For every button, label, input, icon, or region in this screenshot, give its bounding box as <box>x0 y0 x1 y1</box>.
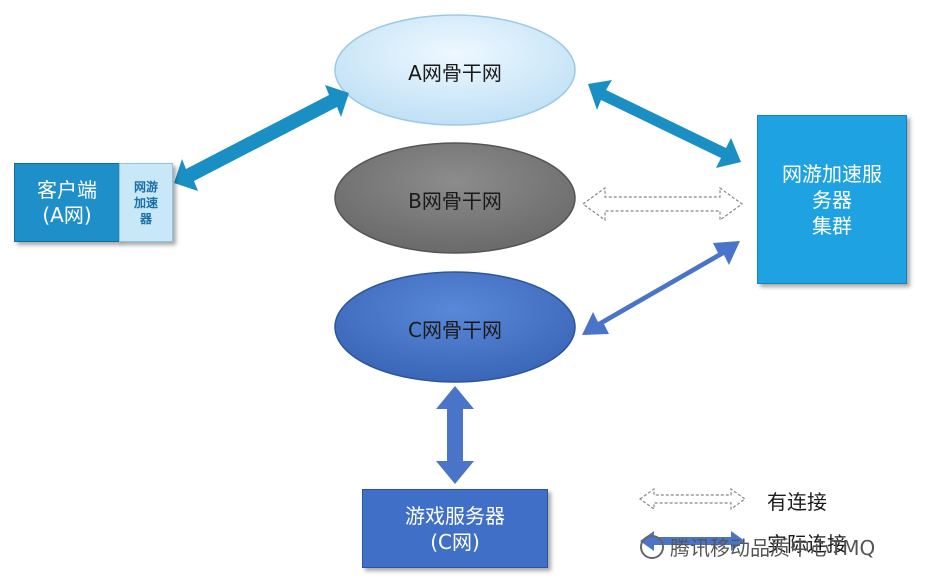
backbone-c-label: C网骨干网 <box>408 318 502 342</box>
accelerator-line1: 网游 <box>133 179 158 194</box>
backbone-b-oval <box>334 142 576 254</box>
cluster-box: 网游加速服 务器 集群 <box>757 115 907 284</box>
wechat-icon <box>640 534 664 559</box>
accelerator-line2: 加速 <box>133 195 158 210</box>
accelerator-box: 网游 加速 器 <box>119 163 173 242</box>
client-box: 客户端 (A网) <box>14 163 120 242</box>
backbone-a-label: A网骨干网 <box>408 61 502 85</box>
arrow-client-to-a <box>174 85 349 191</box>
legend-solid-label: 实际连接 <box>767 532 847 556</box>
accelerator-line3: 器 <box>139 211 152 226</box>
backbone-c-oval <box>334 271 576 383</box>
arrow-c-to-gameserver <box>436 386 474 484</box>
arrow-a-to-cluster <box>588 80 741 168</box>
cluster-line3: 集群 <box>812 213 852 238</box>
legend-dashed-arrow <box>638 487 747 511</box>
arrow-c-to-cluster <box>582 241 740 335</box>
client-line1: 客户端 <box>37 177 97 202</box>
backbone-b-label: B网骨干网 <box>408 189 502 213</box>
arrow-b-to-cluster <box>581 186 744 222</box>
watermark: 腾讯移动品质中心TMQ <box>640 532 875 561</box>
watermark-text: 腾讯移动品质中心TMQ <box>670 536 876 560</box>
game-server-box: 游戏服务器 (C网) <box>362 489 548 568</box>
game-server-line1: 游戏服务器 <box>405 503 505 528</box>
cluster-line2: 务器 <box>812 187 852 212</box>
game-server-line2: (C网) <box>430 529 480 554</box>
client-line2: (A网) <box>42 202 92 227</box>
cluster-line1: 网游加速服 <box>782 161 882 186</box>
legend-solid-arrow <box>640 531 745 551</box>
legend-dashed-label: 有连接 <box>767 490 827 514</box>
backbone-a-oval <box>334 14 576 126</box>
